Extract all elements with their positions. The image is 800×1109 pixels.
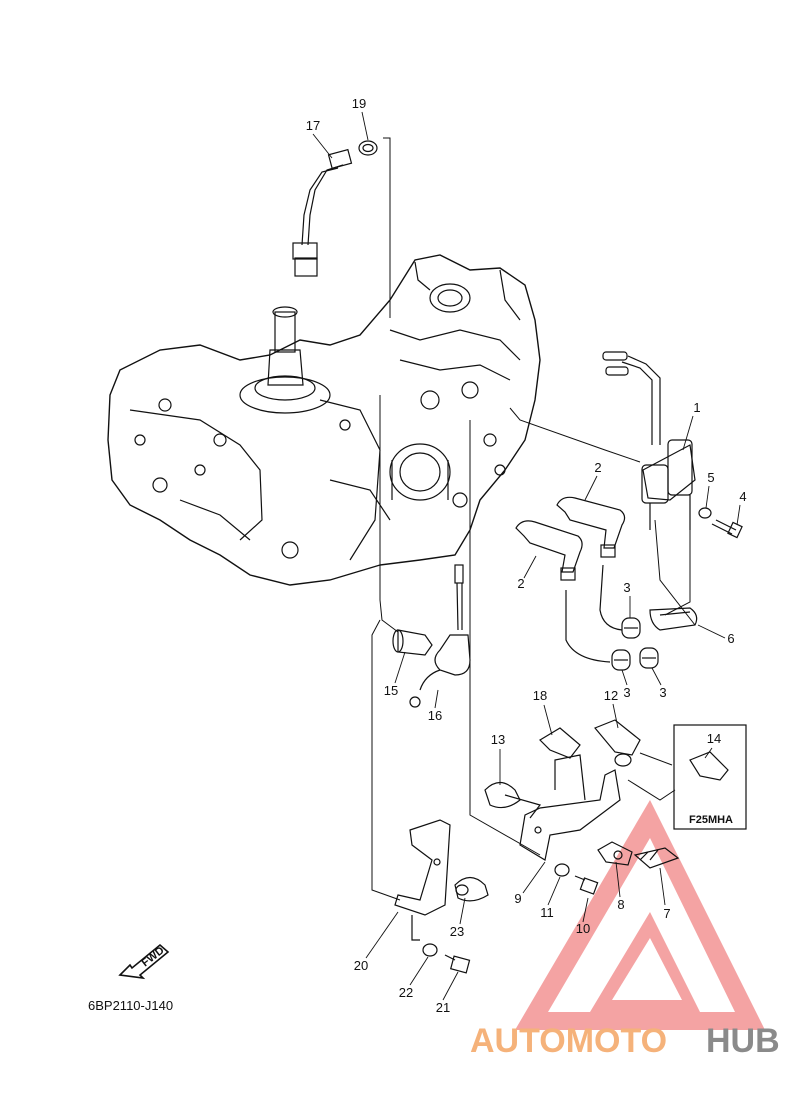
ht-cables — [565, 564, 623, 663]
leader-lines — [371, 137, 696, 901]
watermark-text-b: HUB — [706, 1022, 780, 1060]
callout-7: 7 — [663, 906, 670, 921]
callout-14: 14 — [707, 731, 721, 746]
watermark-text-a: AUTOMOTO — [470, 1022, 667, 1060]
bolt-4 — [711, 519, 743, 539]
callout-13: 13 — [491, 732, 505, 747]
callout-9: 9 — [514, 891, 521, 906]
sensor-lead-16 — [409, 564, 471, 708]
callout-22: 22 — [399, 985, 413, 1000]
callout-16: 16 — [428, 708, 442, 723]
callout-leaders — [312, 111, 741, 1001]
washer-22 — [422, 943, 438, 957]
plug-cap-2a — [556, 496, 626, 558]
bolt-10 — [574, 875, 599, 895]
connector-7 — [633, 847, 680, 869]
diagram-code: 6BP2110-J140 — [88, 998, 173, 1013]
callout-21: 21 — [436, 1000, 450, 1015]
callout-3: 3 — [623, 580, 630, 595]
callout-1: 1 — [693, 400, 700, 415]
bracket-9 — [519, 754, 621, 861]
ignition-coil-1 — [602, 351, 696, 530]
grommet-3c — [639, 647, 659, 669]
callout-3b: 3 — [623, 685, 630, 700]
callout-17: 17 — [306, 118, 320, 133]
washer-19 — [358, 140, 378, 156]
callout-8: 8 — [617, 897, 624, 912]
variant-label: F25MHA — [689, 814, 733, 826]
clamp-6 — [649, 607, 698, 631]
clip-13 — [484, 781, 542, 819]
clamp-8 — [597, 841, 633, 866]
callout-2: 2 — [594, 460, 601, 475]
callout-6: 6 — [727, 631, 734, 646]
callout-11: 11 — [540, 905, 554, 920]
bracket-20 — [394, 819, 451, 941]
callout-15: 15 — [384, 683, 398, 698]
callout-20: 20 — [354, 958, 368, 973]
callouts: 1 2 2 3 3 3 4 5 6 7 8 9 10 11 12 13 14 1… — [306, 96, 747, 1015]
sensor-lead-17 — [292, 148, 353, 277]
grommet-3b — [611, 649, 631, 671]
grommet-3a — [621, 617, 641, 639]
callout-4: 4 — [739, 489, 746, 504]
washer-11 — [554, 863, 570, 877]
clip-14: F25MHA — [673, 724, 747, 830]
callout-18: 18 — [533, 688, 547, 703]
callout-12: 12 — [604, 688, 618, 703]
plug-cap-2b — [515, 520, 583, 581]
sensor-15 — [392, 629, 433, 656]
callout-19: 19 — [352, 96, 366, 111]
watermark-logo: AUTOMOTO HUB — [470, 800, 780, 1060]
callout-5: 5 — [707, 470, 714, 485]
callout-2b: 2 — [517, 576, 524, 591]
washer-5 — [698, 507, 712, 519]
callout-10: 10 — [576, 921, 590, 936]
clip-18 — [539, 727, 581, 759]
fwd-arrow-icon: FWD — [118, 943, 170, 980]
callout-23: 23 — [450, 924, 464, 939]
engine-block — [107, 254, 541, 586]
callout-3c: 3 — [659, 685, 666, 700]
clip-12 — [594, 719, 641, 767]
bolt-21 — [444, 954, 471, 974]
clamp-23 — [454, 876, 489, 902]
